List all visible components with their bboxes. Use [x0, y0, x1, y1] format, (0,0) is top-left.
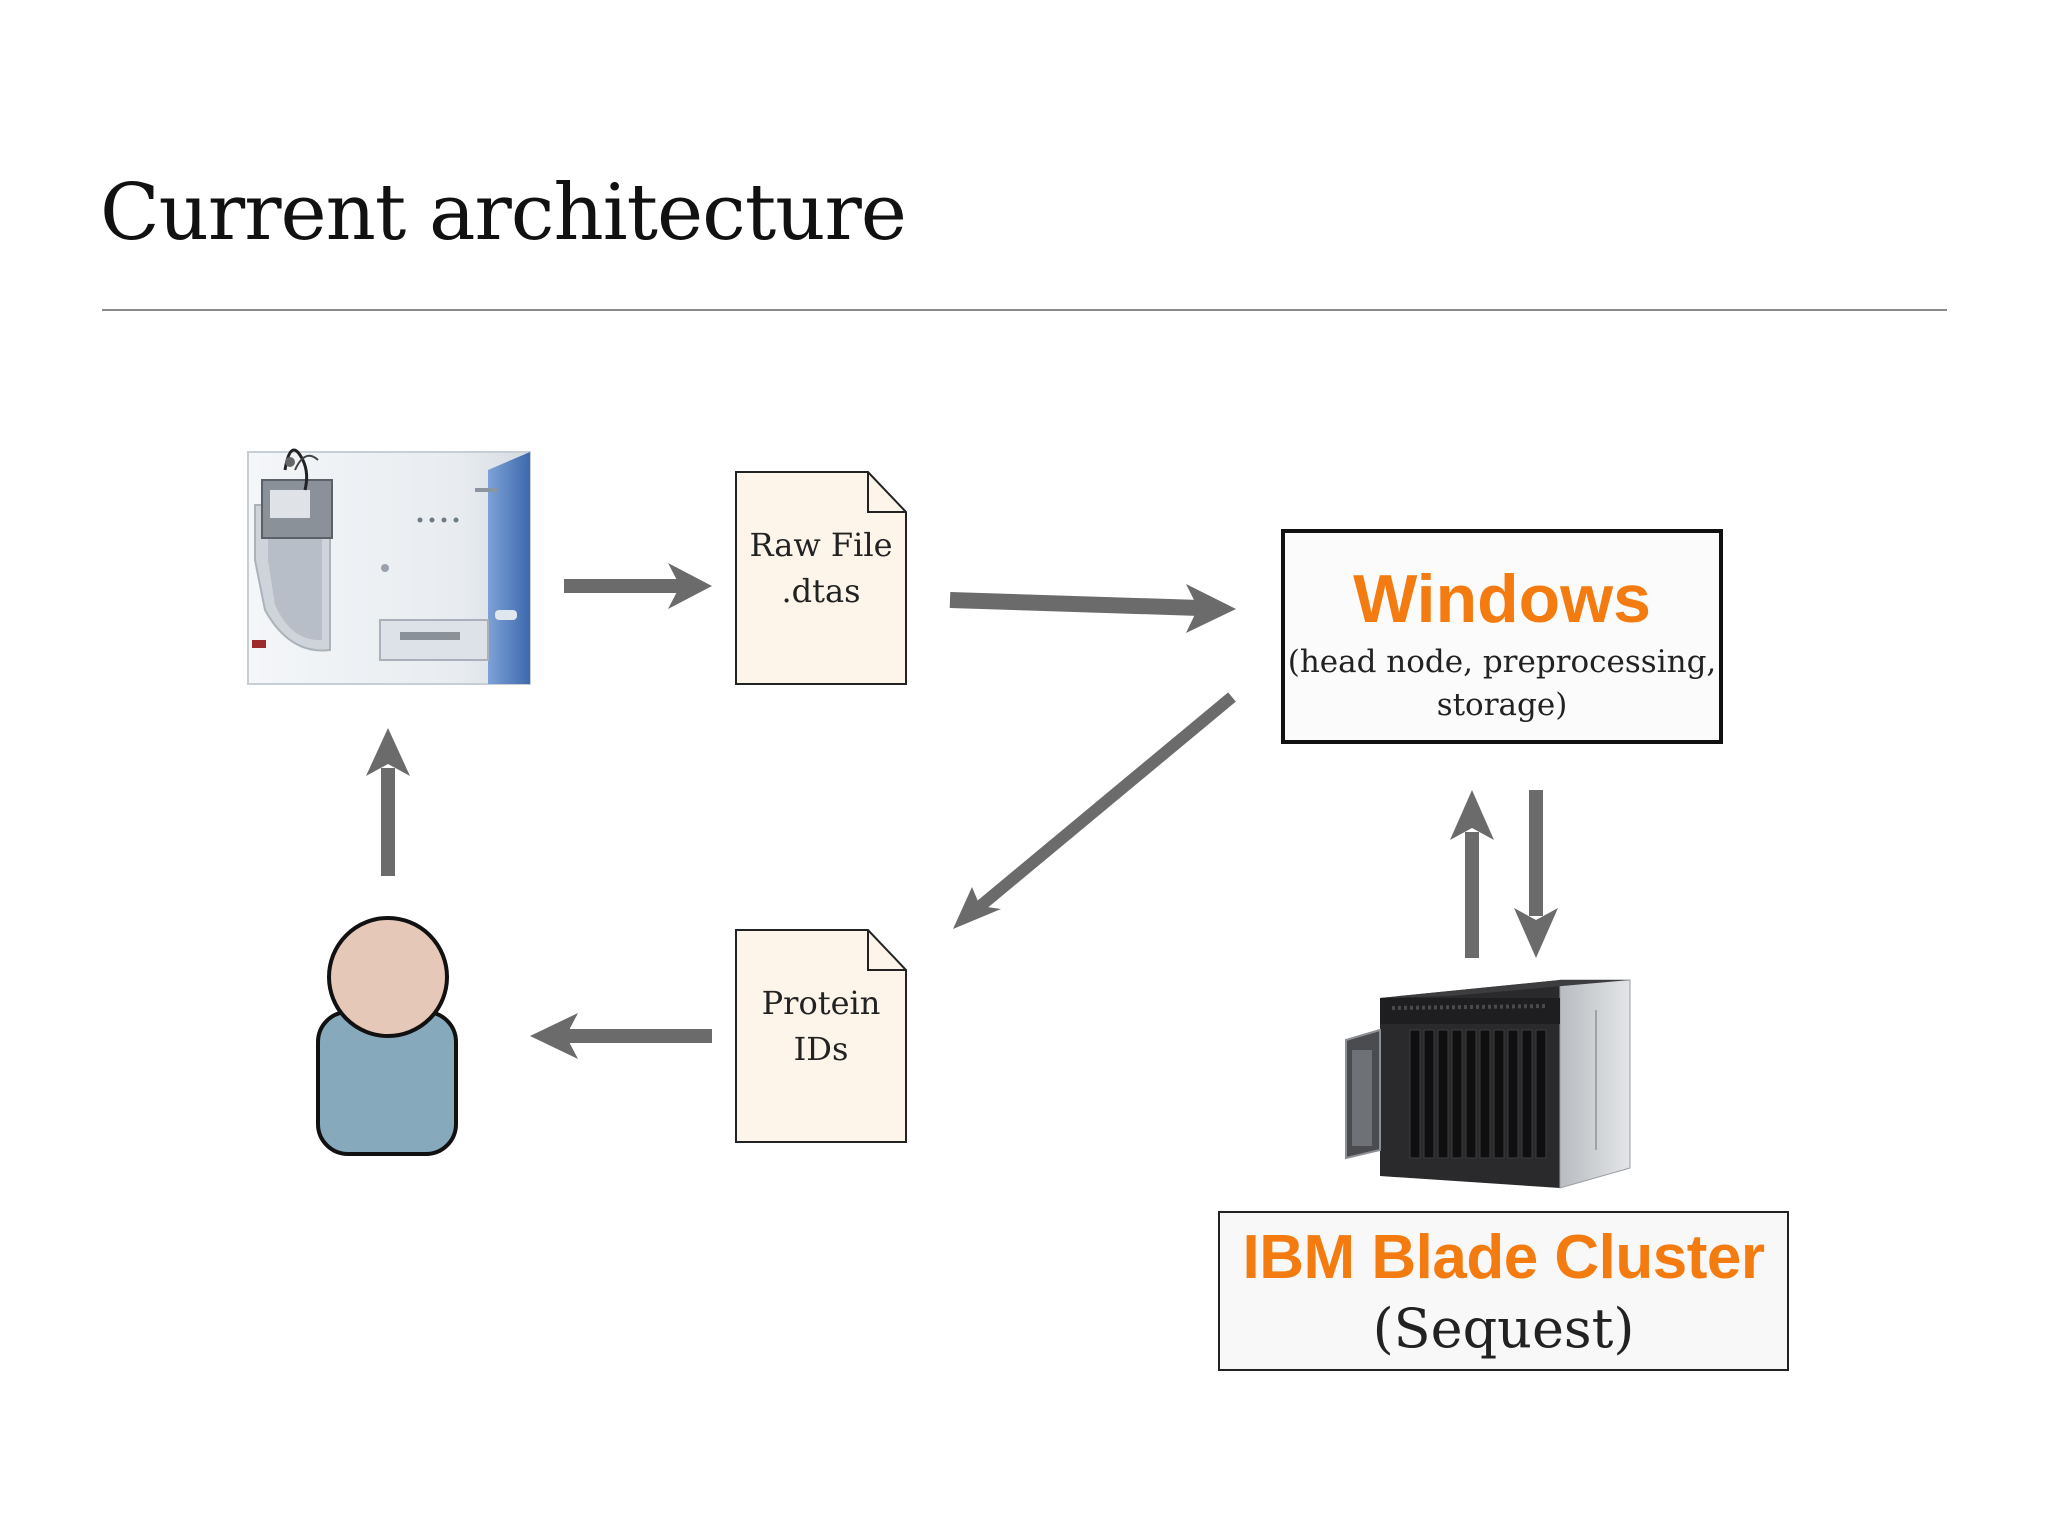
title-divider [102, 309, 1947, 311]
arrow-instrument-to-rawfile [564, 563, 712, 609]
raw-file-line2: .dtas [781, 572, 861, 610]
document-icon [735, 471, 907, 685]
page-title: Current architecture [100, 168, 907, 258]
document-icon [735, 929, 907, 1143]
mass-spectrometer-icon [247, 448, 531, 685]
windows-subtitle-line1: (head node, preprocessing, [1287, 644, 1717, 680]
ibm-cluster-box: IBM Blade Cluster (Sequest) [1218, 1211, 1789, 1371]
protein-ids-line2: IDs [793, 1030, 849, 1068]
raw-file-line1: Raw File [749, 526, 893, 564]
ibm-cluster-title: IBM Blade Cluster [1242, 1223, 1765, 1292]
windows-node-box: Windows (head node, preprocessing, stora… [1281, 529, 1723, 744]
raw-file-doc-label: Raw File .dtas [736, 522, 906, 614]
windows-title: Windows [1353, 561, 1651, 637]
arrow-windows-to-protein [953, 692, 1236, 929]
person-icon [316, 916, 458, 1156]
arrow-windows-to-cluster [1514, 790, 1558, 958]
arrow-cluster-to-windows [1450, 790, 1494, 958]
arrow-person-to-instrument [366, 728, 410, 876]
protein-ids-line1: Protein [761, 984, 881, 1022]
arrow-rawfile-to-windows [949, 584, 1236, 633]
arrow-protein-to-person [530, 1013, 712, 1059]
protein-ids-doc-label: Protein IDs [736, 980, 906, 1072]
ibm-cluster-subtitle: (Sequest) [1372, 1297, 1635, 1360]
blade-server-icon [1345, 979, 1631, 1189]
windows-subtitle-line2: storage) [1436, 687, 1568, 723]
